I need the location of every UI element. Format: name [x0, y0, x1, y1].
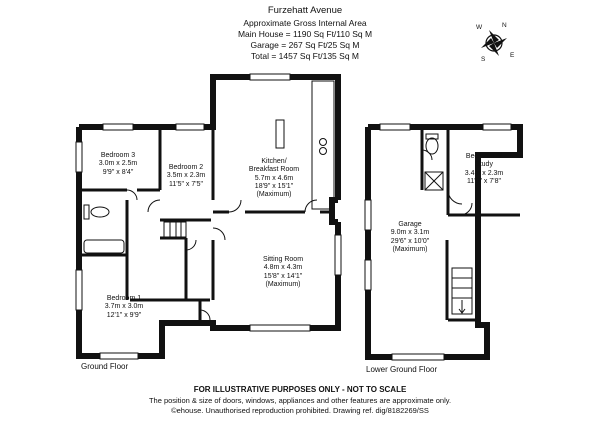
ground-floor-label: Ground Floor [81, 362, 129, 371]
room-kitchen-breakfast: Kitchen/ Breakfast Room 5.7m x 4.6m 18'9… [248, 158, 300, 199]
disclaimer-line-2: ©ehouse. Unauthorised reproduction prohi… [171, 406, 429, 415]
bathroom-fittings [83, 204, 125, 254]
compass-w: W [476, 24, 483, 31]
disclaimer-title: FOR ILLUSTRATIVE PURPOSES ONLY - NOT TO … [193, 385, 407, 394]
lower-floor-door-swings [421, 149, 473, 216]
kitchen-units [275, 80, 335, 210]
compass-n: N [502, 22, 507, 29]
room-bedroom-4-study: Bedroom 4/ Study 3.4m x 2.3m 11'0" x 7'8… [464, 153, 504, 185]
main-house-area: Main House = 1190 Sq Ft/110 Sq M [237, 29, 373, 39]
ground-floor-windows [75, 73, 342, 360]
room-bedroom-2: Bedroom 2 3.5m x 2.3m 11'5" x 7'5" [166, 164, 206, 188]
lower-ground-floor-label: Lower Ground Floor [366, 365, 438, 374]
compass-icon [481, 30, 507, 56]
area-subtitle: Approximate Gross Internal Area [243, 18, 367, 28]
room-bedroom-1: Bedroom 1 3.7m x 3.0m 12'1" x 9'9" [104, 295, 144, 319]
plan-address: Furzehatt Avenue [267, 5, 343, 16]
compass-s: S [481, 56, 486, 63]
utility-fittings [424, 133, 444, 191]
lower-floor-outer-walls [365, 124, 523, 360]
room-bedroom-3: Bedroom 3 3.0m x 2.5m 9'9" x 8'4" [98, 152, 138, 176]
compass-e: E [510, 52, 515, 59]
garage-area: Garage = 267 Sq Ft/25 Sq M [250, 40, 360, 50]
disclaimer-line-1: The position & size of doors, windows, a… [148, 396, 452, 405]
total-area: Total = 1457 Sq Ft/135 Sq M [251, 51, 359, 61]
ground-floor-stairs [163, 221, 187, 239]
lower-floor-stairs [451, 267, 473, 315]
room-garage: Garage 9.0m x 3.1m 29'6" x 10'0" (Maximu… [390, 221, 430, 253]
lower-floor-windows [364, 123, 512, 361]
room-sitting-room: Sitting Room 4.8m x 4.3m 15'8" x 14'1" (… [262, 256, 304, 288]
ground-floor-door-swings [126, 189, 318, 321]
